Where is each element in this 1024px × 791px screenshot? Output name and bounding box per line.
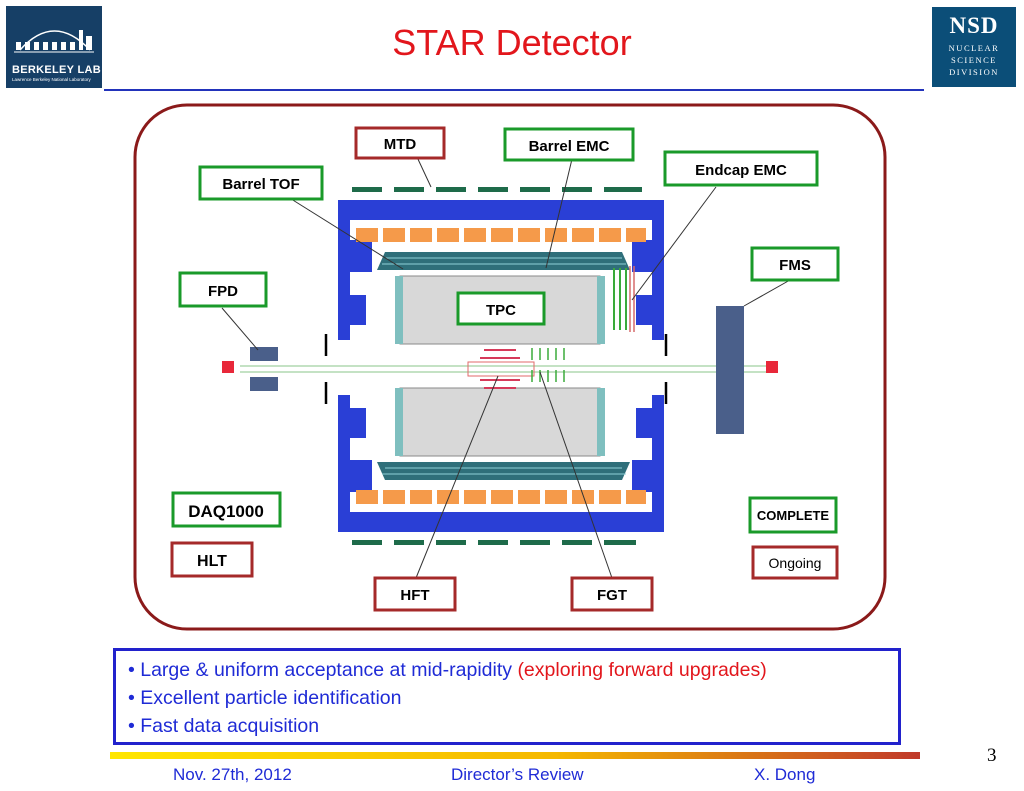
fms-red-marker (766, 361, 778, 373)
label-hlt: HLT (170, 541, 254, 578)
bullet-daq: • Fast data acquisition (128, 715, 320, 737)
legend-ongoing: Ongoing (751, 545, 839, 580)
label-barrel-emc-text: Barrel EMC (529, 138, 610, 155)
page-number: 3 (987, 745, 997, 766)
berkeley-lab-emblem-icon (14, 30, 94, 53)
label-daq1000-text: DAQ1000 (188, 502, 264, 521)
magnet-coils (356, 228, 646, 504)
fms-module (716, 306, 744, 434)
berkeley-lab-name: BERKELEY LAB (12, 64, 101, 76)
nsd-logo: NSD NUCLEAR SCIENCE DIVISION (932, 7, 1016, 87)
legend-ongoing-text: Ongoing (769, 555, 822, 571)
label-hft-text: HFT (400, 587, 429, 604)
slide-title: STAR Detector (392, 22, 632, 63)
nsd-line-science: SCIENCE (951, 55, 997, 65)
summary-bullets: • Large & uniform acceptance at mid-rapi… (113, 648, 901, 745)
label-fgt-text: FGT (597, 587, 627, 604)
footer-event: Director’s Review (451, 765, 584, 784)
beam-pipe (240, 361, 770, 377)
title-divider (104, 89, 924, 91)
label-barrel-tof-text: Barrel TOF (222, 176, 299, 193)
leader-lines (221, 156, 791, 579)
label-barrel-emc: Barrel EMC (503, 127, 635, 162)
label-endcap-emc-text: Endcap EMC (695, 162, 787, 179)
label-fms: FMS (750, 246, 840, 282)
endcap-red-lines (629, 266, 635, 332)
magnet-yoke (338, 200, 664, 532)
barrel-emc-tof-layers (377, 252, 630, 480)
footer-date: Nov. 27th, 2012 (173, 765, 292, 784)
fpd-module-bottom (250, 377, 278, 391)
label-mtd: MTD (354, 126, 446, 160)
beam-line-dividers (324, 334, 668, 404)
bullet-acceptance: • Large & uniform acceptance at mid-rapi… (128, 659, 767, 682)
label-fms-text: FMS (779, 257, 811, 274)
nsd-line-nuclear: NUCLEAR (948, 43, 1000, 53)
label-fpd-text: FPD (208, 283, 238, 300)
diagram-frame (133, 103, 887, 631)
label-hft: HFT (373, 576, 457, 612)
label-barrel-tof: Barrel TOF (198, 165, 324, 201)
label-fgt: FGT (570, 576, 654, 612)
nsd-line-division: DIVISION (949, 67, 999, 77)
fpd-red-marker (222, 361, 234, 373)
footer-gradient-rule (110, 752, 920, 759)
endcap-emc-bars (613, 268, 627, 330)
tpc-volume (395, 275, 605, 457)
berkeley-lab-subtitle: Lawrence Berkeley National Laboratory (12, 77, 91, 82)
mtd-dashes (352, 187, 642, 545)
label-mtd-text: MTD (384, 136, 417, 153)
label-endcap-emc: Endcap EMC (663, 150, 819, 187)
footer-author: X. Dong (754, 765, 816, 784)
label-tpc: TPC (456, 291, 546, 326)
label-fpd: FPD (178, 271, 268, 308)
label-tpc-text: TPC (486, 302, 516, 319)
legend-complete: COMPLETE (748, 496, 838, 534)
bullet-acceptance-text: • Large & uniform acceptance at mid-rapi… (128, 659, 513, 681)
label-daq1000: DAQ1000 (171, 491, 282, 528)
nsd-acronym: NSD (949, 13, 999, 38)
bullet-acceptance-highlight: (exploring forward upgrades) (517, 659, 767, 681)
legend-complete-text: COMPLETE (757, 508, 830, 523)
hft-marks (480, 349, 520, 389)
berkeley-lab-logo: BERKELEY LAB Lawrence Berkeley National … (6, 6, 102, 88)
label-hlt-text: HLT (197, 553, 227, 570)
fgt-marks (531, 348, 565, 382)
fpd-module-top (250, 347, 278, 361)
bullet-pid: • Excellent particle identification (128, 687, 402, 709)
